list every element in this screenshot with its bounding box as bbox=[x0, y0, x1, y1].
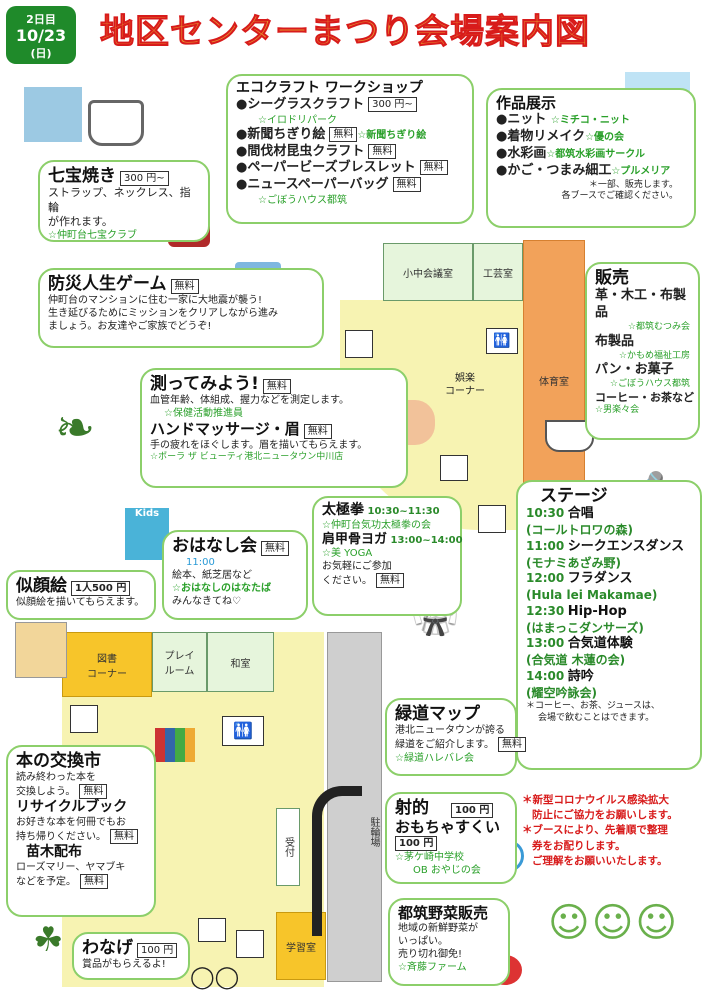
toilet-icon: 🚻 bbox=[222, 716, 264, 746]
plant-pot-icon: ☘ bbox=[33, 920, 64, 960]
ring-toss-title: わなげ bbox=[82, 938, 133, 958]
weekday-label: (日) bbox=[30, 46, 52, 60]
vegetable-sale-title: 都筑野菜販売 bbox=[398, 904, 489, 922]
bousai-game-box: 防災人生ゲーム無料 仲町台のマンションに住む一家に大地震が襲う! 生き延びるため… bbox=[38, 268, 324, 348]
stage-title: ステージ bbox=[540, 486, 608, 506]
shooting-title: 射的 bbox=[395, 798, 429, 818]
stage-item: 12:00 フラダンス(Hula lei Makamae) bbox=[526, 571, 658, 603]
room-washitsu: 和室 bbox=[207, 632, 274, 692]
exhibit-title: 作品展示 bbox=[496, 94, 557, 112]
yoga-title: 肩甲骨ヨガ bbox=[322, 531, 388, 547]
room-play-room: プレイルーム bbox=[152, 632, 207, 692]
stairs-icon bbox=[478, 505, 506, 533]
people-icon: ☺☺☺ bbox=[548, 900, 680, 946]
sales-box: 販売 革・木工・布製品 ☆都筑むつみ会 布製品 ☆かもめ福祉工房 パン・お菓子 … bbox=[585, 262, 700, 440]
stage-item: 11:00 シークエンスダンス(モナミあざみ野) bbox=[526, 538, 685, 570]
toy-scoop-title: おもちゃすくい bbox=[395, 818, 501, 837]
stage-item: 10:30 合唱(コールトロワの森) bbox=[526, 506, 633, 538]
kids-book-icon: Kids bbox=[125, 508, 169, 560]
entrance-arrow-icon bbox=[312, 786, 362, 936]
storytime-box: おはなし会無料 11:00 絵本、紙芝居など ☆おはなしのはなたば みんなきてね… bbox=[162, 530, 308, 620]
recycle-book-title: リサイクルブック bbox=[16, 799, 128, 816]
stage-item: 14:00 詩吟(耀空吟詠会) bbox=[526, 668, 597, 700]
stairs-icon bbox=[236, 930, 264, 958]
storytime-title: おはなし会 bbox=[172, 536, 257, 556]
room-shochu-kaigishitsu: 小中会議室 bbox=[383, 243, 473, 301]
seaglass-craft-icon bbox=[22, 85, 84, 144]
stairs-icon bbox=[70, 705, 98, 733]
seedling-title: 苗木配布 bbox=[26, 844, 82, 861]
portrait-title: 似顔絵 bbox=[16, 576, 67, 596]
book-exchange-box: 本の交換市 読み終わった本を 交換しよう。無料 リサイクルブック お好きな本を何… bbox=[6, 745, 156, 917]
room-taiikushitsu: 体育室 bbox=[523, 240, 585, 520]
date-badge: 2日目 10/23 (日) bbox=[6, 6, 76, 64]
date-label: 10/23 bbox=[15, 26, 67, 45]
day-label: 2日目 bbox=[26, 13, 56, 26]
exhibit-box: 作品展示 ●ニット ☆ミチコ・ニット ●着物リメイク☆優の会 ●水彩画☆都筑水彩… bbox=[486, 88, 696, 228]
stage-box: ステージ 10:30 合唱(コールトロワの森) 11:00 シークエンスダンス(… bbox=[516, 480, 702, 770]
room-kougeishitsu: 工芸室 bbox=[473, 243, 523, 301]
toilet-icon: 🚻 bbox=[486, 328, 518, 354]
elevator-icon bbox=[198, 918, 226, 942]
stage-list: 10:30 合唱(コールトロワの森) 11:00 シークエンスダンス(モナミあざ… bbox=[526, 506, 692, 701]
book-stack-icon bbox=[155, 728, 195, 762]
goraku-corner-label: 娯楽 コーナー bbox=[445, 373, 485, 397]
stairs-icon bbox=[345, 330, 373, 358]
massage-title: ハンドマッサージ・眉 bbox=[150, 420, 300, 439]
basket-icon bbox=[88, 100, 144, 146]
measure-title: 測ってみよう! bbox=[150, 374, 259, 394]
page-title: 地区センターまつり会場案内図 bbox=[100, 12, 590, 53]
ring-toss-icon: ◯◯ bbox=[190, 965, 240, 990]
taichi-box: 太極拳 10:30~11:30 ☆仲町台気功太極拳の会 肩甲骨ヨガ 13:00~… bbox=[312, 496, 463, 616]
room-gakushushitsu: 学習室 bbox=[276, 912, 326, 980]
book-exchange-title: 本の交換市 bbox=[16, 751, 101, 771]
taichi-title: 太極拳 bbox=[322, 502, 364, 518]
elevator-icon bbox=[440, 455, 468, 481]
stage-item: 12:30 Hip-Hop(はまっこダンサーズ) bbox=[526, 603, 644, 635]
stage-item: 13:00 合気道体験(合気道 木蓮の会) bbox=[526, 636, 633, 668]
greenway-map-box: 緑道マップ 港北ニュータウンが誇る 緑道をご紹介します。無料 ☆緑道ハレバレ会 bbox=[385, 698, 526, 776]
portrait-icon bbox=[15, 622, 67, 678]
room-uketsuke: 受付 bbox=[276, 808, 300, 886]
room-tosho-corner: 図書コーナー bbox=[62, 632, 152, 697]
plant-icon: ❧ bbox=[55, 400, 96, 456]
eco-craft-title: エコクラフト ワークショップ bbox=[236, 80, 423, 96]
notice-text: ＊新型コロナウイルス感染拡大 防止にご協力をお願いします。 ＊ブースにより、先着… bbox=[522, 794, 678, 867]
shippo-title: 七宝焼き bbox=[48, 166, 116, 186]
sales-title: 販売 bbox=[595, 268, 629, 288]
measure-box: 測ってみよう!無料 血管年齢、体組成、握力などを測定します。 ☆保健活動推進員 … bbox=[140, 368, 408, 488]
vegetable-sale-box: 都筑野菜販売 地域の新鮮野菜が いっぱい。 売り切れ御免! ☆斉藤ファーム bbox=[388, 898, 510, 986]
bousai-title: 防災人生ゲーム bbox=[48, 274, 167, 294]
greenway-title: 緑道マップ bbox=[395, 704, 480, 724]
